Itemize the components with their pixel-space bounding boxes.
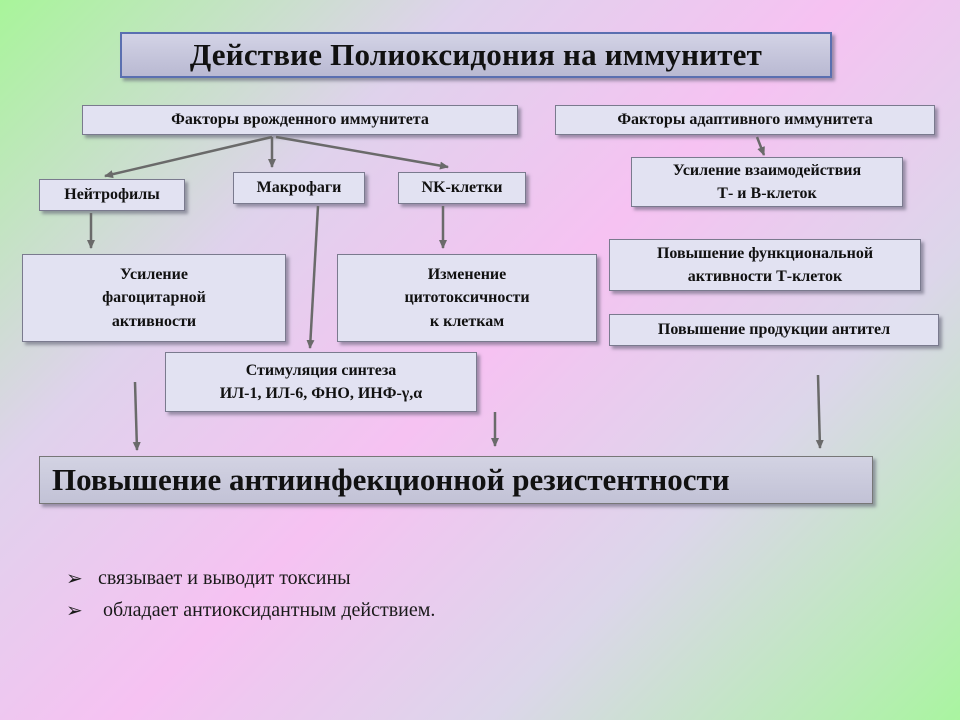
innate-immunity-header: Факторы врожденного иммунитета [82, 105, 518, 135]
adaptive-immunity-header: Факторы адаптивного иммунитета [555, 105, 935, 135]
bullet-item-1: ➢ связывает и выводит токсины [66, 567, 351, 590]
page-title: Действие Полиоксидония на иммунитет [120, 32, 832, 78]
checkmark-arrow-icon: ➢ [66, 568, 83, 590]
tb-interaction-box: Усиление взаимодействия Т- и В-клеток [631, 157, 903, 207]
arrow-adaptive-to-tb [755, 136, 766, 156]
checkmark-arrow-icon: ➢ [66, 600, 83, 622]
arrow-macrophages-to-cytokines [306, 205, 320, 349]
nk-cells-box: NK-клетки [398, 172, 526, 204]
arrow-header-to-neutrophils [104, 135, 273, 179]
cytotoxicity-box: Изменение цитотоксичности к клеткам [337, 254, 597, 342]
tcell-activity-box: Повышение функциональной активности Т-кл… [609, 239, 921, 291]
bullet-item-2: ➢ обладает антиоксидантным действием. [66, 599, 436, 622]
neutrophils-box: Нейтрофилы [39, 179, 185, 211]
phagocytic-activity-box: Усиление фагоцитарной активности [22, 254, 286, 342]
cytokine-synthesis-box: Стимуляция синтеза ИЛ-1, ИЛ-6, ФНО, ИНФ-… [165, 352, 477, 412]
arrow-phagocytic-to-result [132, 381, 141, 451]
antibody-production-box: Повышение продукции антител [609, 314, 939, 346]
macrophages-box: Макрофаги [233, 172, 365, 204]
result-box: Повышение антиинфекционной резистентност… [39, 456, 873, 504]
title-text: Действие Полиоксидония на иммунитет [189, 36, 763, 72]
arrow-antibody-to-result [815, 374, 824, 449]
arrow-header-to-nk [275, 135, 449, 170]
